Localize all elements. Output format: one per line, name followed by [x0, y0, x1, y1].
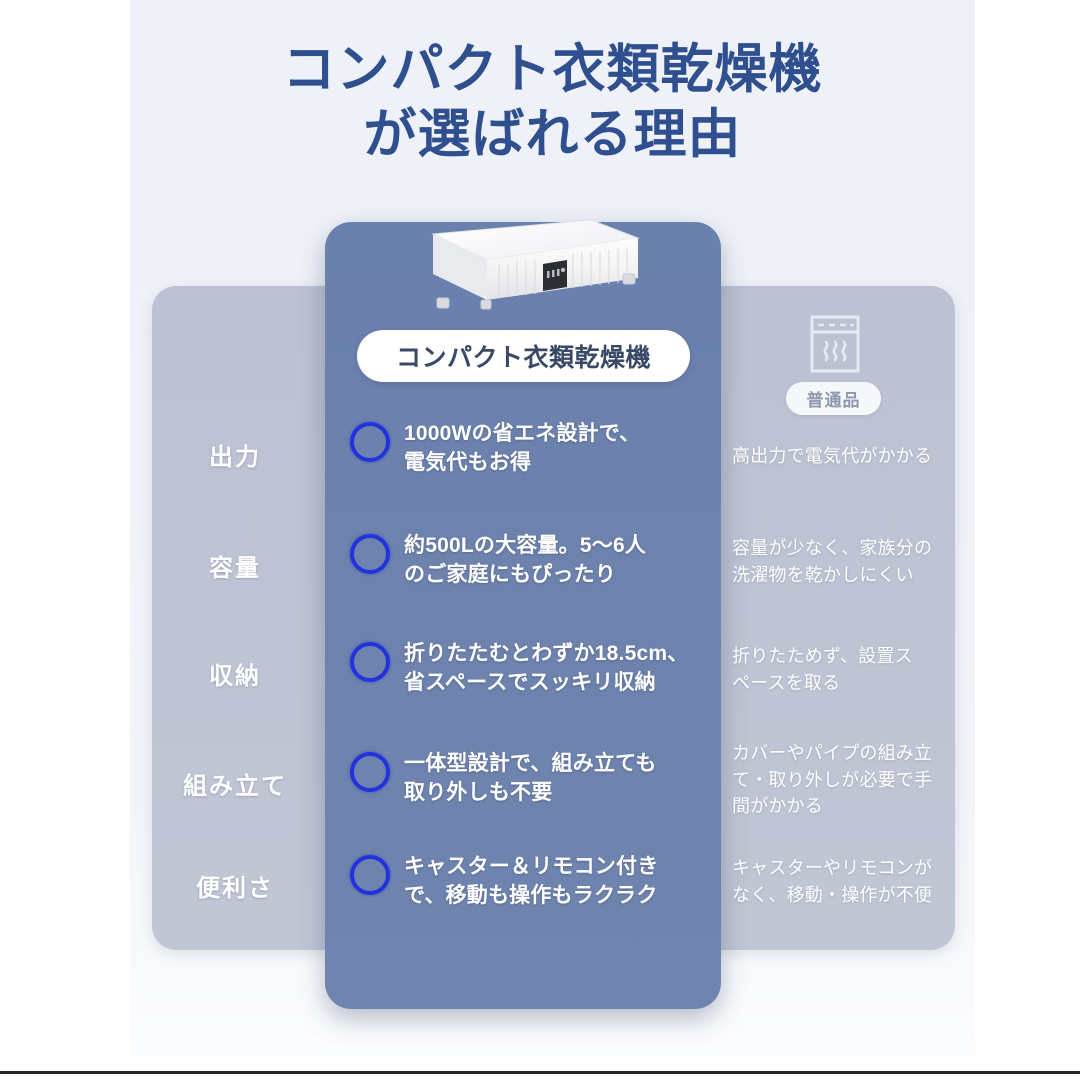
row-category-label: 組み立て [183, 773, 287, 800]
circle-bullet-icon [350, 642, 390, 682]
ordinary-product-drawback-text: 高出力で電気代がかかる [732, 446, 933, 466]
our-product-feature: 約500Lの大容量。5〜6人のご家庭にもぴったり [350, 532, 700, 589]
row-category-label: 容量 [209, 555, 261, 582]
our-product-feature-text: 一体型設計で、組み立ても取り外しも不要 [404, 752, 657, 804]
bottom-rule [0, 1071, 1080, 1074]
row-category-label: 収納 [209, 663, 261, 690]
our-product-feature-text: 1000Wの省エネ設計で、電気代もお得 [404, 422, 641, 474]
our-product-feature: 一体型設計で、組み立ても取り外しも不要 [350, 750, 700, 807]
ordinary-product-label: 普通品 [806, 391, 861, 410]
our-product-feature-text: キャスター＆リモコン付きで、移動も操作もラクラク [404, 855, 659, 907]
row-category-label: 便利さ [196, 875, 274, 902]
ordinary-product-drawback-text: 折りたためず、設置スペースを取る [732, 646, 913, 693]
our-product-feature: キャスター＆リモコン付きで、移動も操作もラクラク [350, 853, 700, 910]
ordinary-product-drawback-text: 容量が少なく、家族分の洗濯物を乾かしにくい [732, 538, 933, 585]
product-photo [431, 219, 640, 310]
our-product-feature: 1000Wの省エネ設計で、電気代もお得 [350, 420, 700, 477]
ordinary-product-drawback-text: カバーやパイプの組み立て・取り外しが必要で手間がかかる [732, 743, 933, 817]
page-title: コンパクト衣類乾燥機 が選ばれる理由 [130, 38, 975, 167]
our-product-badge: コンパクト衣類乾燥機 [357, 330, 690, 382]
our-product-feature-text: 折りたたむとわずか18.5cm、省スペースでスッキリ収納 [404, 642, 689, 694]
circle-bullet-icon [350, 534, 390, 574]
dryer-steam-icon [810, 315, 860, 373]
title-line-2: が選ばれる理由 [363, 104, 742, 164]
circle-bullet-icon [350, 422, 390, 462]
circle-bullet-icon [350, 855, 390, 895]
ordinary-product-badge: 普通品 [786, 382, 881, 415]
title-line-1: コンパクト衣類乾燥機 [282, 40, 823, 99]
circle-bullet-icon [350, 752, 390, 792]
our-product-label: コンパクト衣類乾燥機 [395, 344, 651, 372]
ordinary-product-drawback-text: キャスターやリモコンがなく、移動・操作が不便 [732, 858, 933, 905]
our-product-feature-text: 約500Lの大容量。5〜6人のご家庭にもぴったり [404, 534, 647, 586]
our-product-feature: 折りたたむとわずか18.5cm、省スペースでスッキリ収納 [350, 640, 700, 697]
row-category-label: 出力 [209, 444, 261, 471]
